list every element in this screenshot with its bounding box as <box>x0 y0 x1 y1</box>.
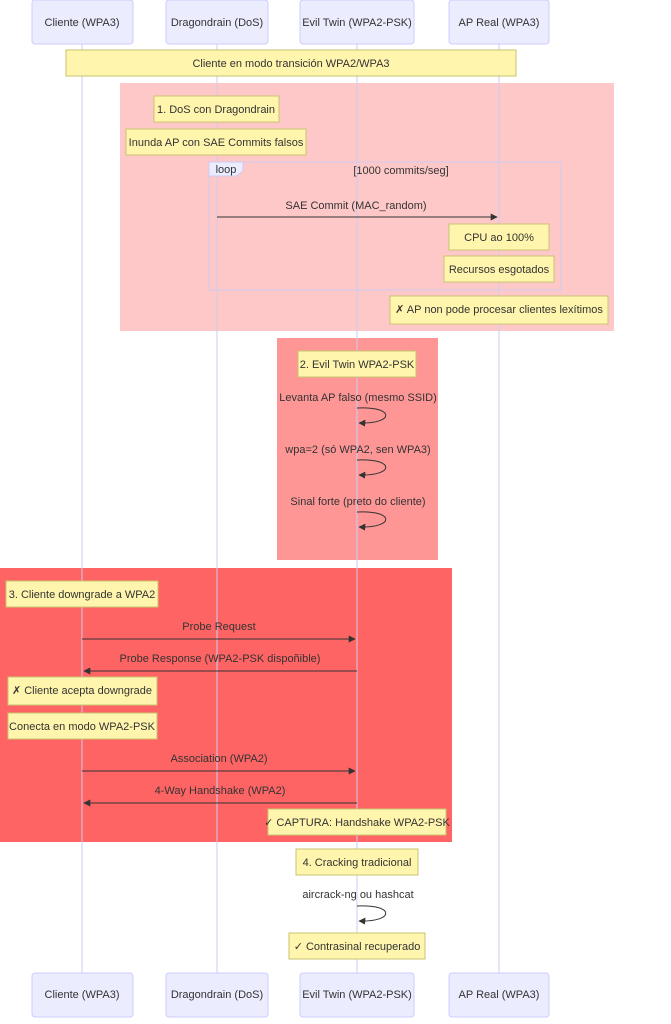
note-conecta: Conecta en modo WPA2-PSK <box>7 712 158 740</box>
svg-text:✗ AP non pode procesar cliente: ✗ AP non pode procesar clientes lexítimo… <box>395 304 603 316</box>
svg-text:Cliente en modo transición WPA: Cliente en modo transición WPA2/WPA3 <box>192 58 389 70</box>
message-label: Sinal forte (preto do cliente) <box>290 496 425 508</box>
message-label: Probe Response (WPA2-PSK dispoñible) <box>120 653 321 665</box>
loop-tag: loop <box>216 164 237 176</box>
participant-bottom-apreal: AP Real (WPA3) <box>448 972 550 1018</box>
participant-label: Dragondrain (DoS) <box>171 989 263 1001</box>
note-cpu: CPU ao 100% <box>448 223 550 251</box>
svg-text:Recursos esgotados: Recursos esgotados <box>449 264 550 276</box>
participant-label: AP Real (WPA3) <box>459 989 540 1001</box>
participant-bottom-eviltwin: Evil Twin (WPA2-PSK) <box>299 972 415 1018</box>
phase-1-sub-note: Inunda AP con SAE Commits falsos <box>125 128 307 156</box>
self-message-sinal: Sinal forte (preto do cliente) <box>290 496 426 531</box>
participant-top-eviltwin: Evil Twin (WPA2-PSK) <box>299 0 415 45</box>
message-association: Association (WPA2) <box>82 753 356 775</box>
intro-note: Cliente en modo transición WPA2/WPA3 <box>65 49 517 77</box>
loop-condition: [1000 commits/seg] <box>353 165 448 177</box>
message-sae-commit: SAE Commit (MAC_random) <box>217 200 498 221</box>
svg-text:Conecta en modo WPA2-PSK: Conecta en modo WPA2-PSK <box>9 721 156 733</box>
phase-3-note: 3. Cliente downgrade a WPA2 <box>5 580 159 608</box>
svg-text:CPU ao 100%: CPU ao 100% <box>464 232 534 244</box>
participant-bottom-dragondrain: Dragondrain (DoS) <box>165 972 269 1018</box>
message-label: aircrack-ng ou hashcat <box>302 889 413 901</box>
message-label: Association (WPA2) <box>171 753 268 765</box>
note-downgrade: ✗ Cliente acepta downgrade <box>7 676 158 706</box>
message-label: SAE Commit (MAC_random) <box>285 200 426 212</box>
participant-top-apreal: AP Real (WPA3) <box>448 0 550 45</box>
participant-label: Evil Twin (WPA2-PSK) <box>302 17 412 29</box>
message-probe-request: Probe Request <box>82 621 356 643</box>
phase-2-note: 2. Evil Twin WPA2-PSK <box>297 350 417 378</box>
message-label: 4-Way Handshake (WPA2) <box>155 785 286 797</box>
self-message-aircrack: aircrack-ng ou hashcat <box>302 889 414 925</box>
note-ap-fail: ✗ AP non pode procesar clientes lexítimo… <box>389 295 609 325</box>
participant-label: Cliente (WPA3) <box>45 989 120 1001</box>
message-handshake: 4-Way Handshake (WPA2) <box>83 785 357 807</box>
note-result: ✓ Contrasinal recuperado <box>288 932 426 960</box>
participant-top-dragondrain: Dragondrain (DoS) <box>165 0 269 45</box>
svg-text:2. Evil Twin WPA2-PSK: 2. Evil Twin WPA2-PSK <box>300 359 415 371</box>
participant-label: AP Real (WPA3) <box>459 17 540 29</box>
self-message-wpa2: wpa=2 (só WPA2, sen WPA3) <box>284 444 431 479</box>
participant-label: Dragondrain (DoS) <box>171 17 263 29</box>
svg-text:3. Cliente downgrade a WPA2: 3. Cliente downgrade a WPA2 <box>9 589 156 601</box>
svg-text:✓ Contrasinal recuperado: ✓ Contrasinal recuperado <box>294 941 421 953</box>
message-label: Probe Request <box>182 621 255 633</box>
message-label: Levanta AP falso (mesmo SSID) <box>279 392 437 404</box>
note-recursos: Recursos esgotados <box>443 255 555 283</box>
svg-text:Inunda AP con SAE Commits fals: Inunda AP con SAE Commits falsos <box>129 137 304 149</box>
participant-label: Cliente (WPA3) <box>45 17 120 29</box>
self-message-levanta: Levanta AP falso (mesmo SSID) <box>279 392 437 427</box>
final-note: 4. Cracking tradicional <box>295 848 419 876</box>
loop-frame: loop [1000 commits/seg] <box>208 161 562 291</box>
svg-text:✗ Cliente acepta downgrade: ✗ Cliente acepta downgrade <box>12 685 152 697</box>
phase-1-note: 1. DoS con Dragondrain <box>153 95 280 123</box>
svg-text:1. DoS con Dragondrain: 1. DoS con Dragondrain <box>157 104 275 116</box>
svg-text:✓ CAPTURA: Handshake WPA2-PSK: ✓ CAPTURA: Handshake WPA2-PSK <box>264 817 450 829</box>
message-label: wpa=2 (só WPA2, sen WPA3) <box>284 444 430 456</box>
participant-top-cliente: Cliente (WPA3) <box>31 0 134 45</box>
participant-label: Evil Twin (WPA2-PSK) <box>302 989 412 1001</box>
svg-text:4. Cracking tradicional: 4. Cracking tradicional <box>303 857 412 869</box>
participant-bottom-cliente: Cliente (WPA3) <box>31 972 134 1018</box>
note-captura: ✓ CAPTURA: Handshake WPA2-PSK <box>264 808 451 836</box>
message-probe-response: Probe Response (WPA2-PSK dispoñible) <box>83 653 357 675</box>
